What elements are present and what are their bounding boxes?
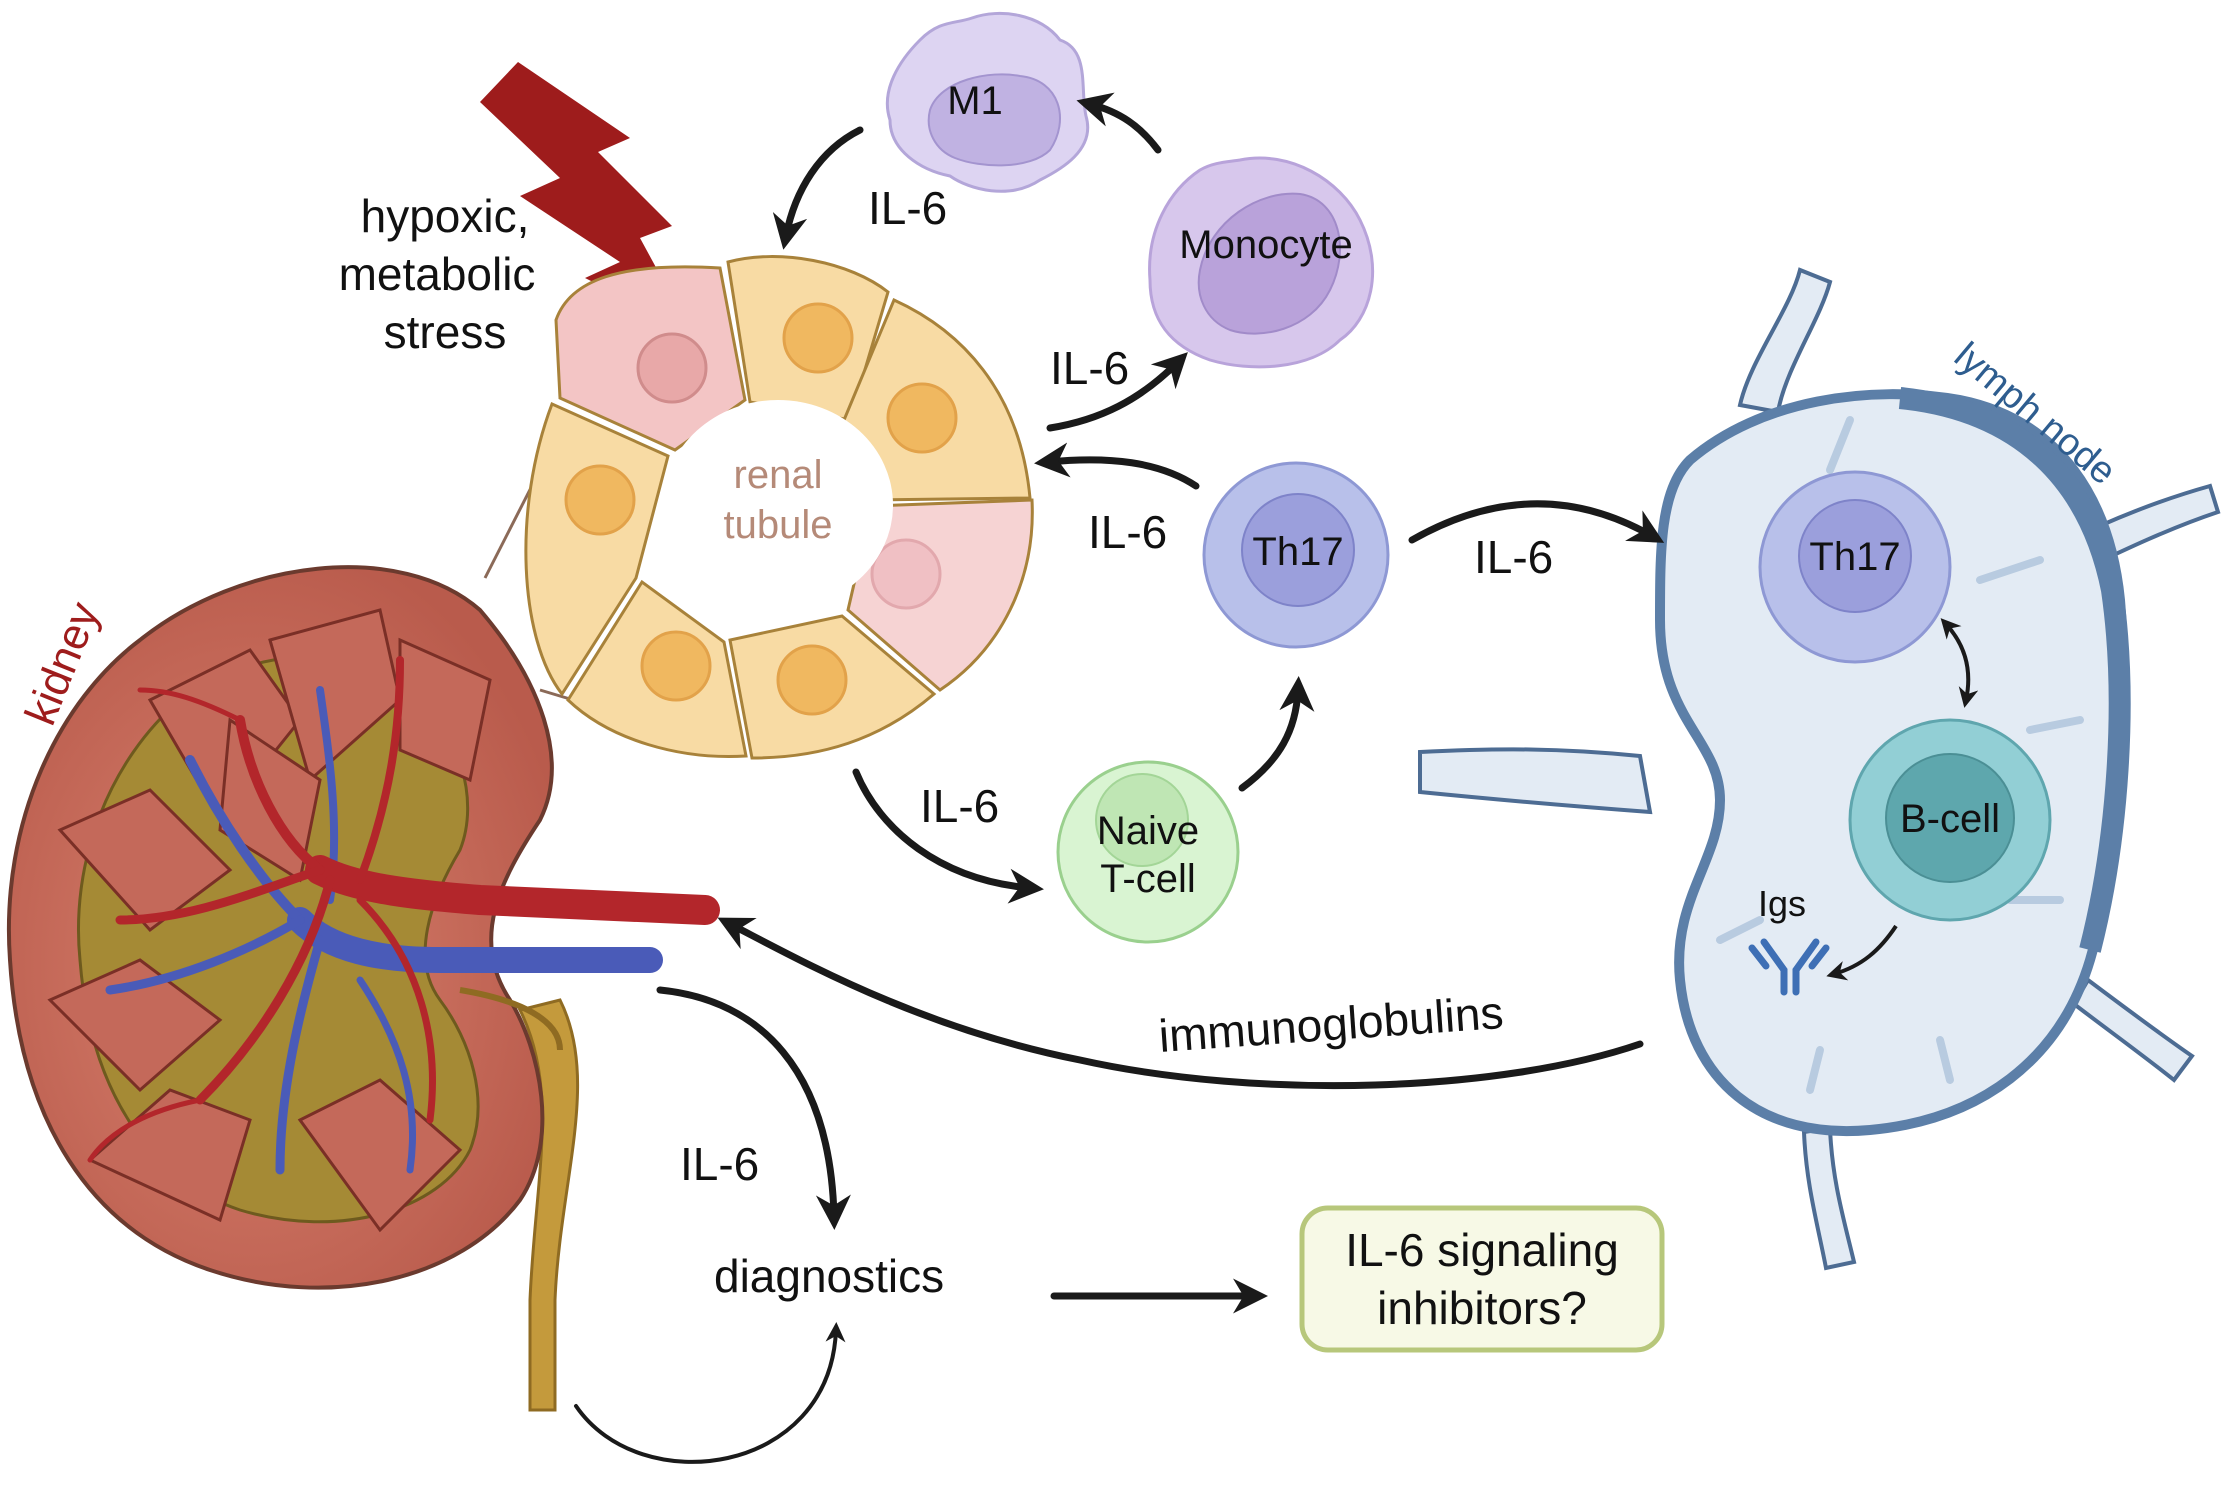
th17-cell: Th17 [1202,461,1390,649]
tubule-nucleus [782,302,854,374]
svg-text:inhibitors?: inhibitors? [1377,1282,1587,1334]
il6-label: IL-6 [920,780,999,832]
tubule-nucleus [640,630,712,702]
renal-artery [305,855,720,925]
il6-label: IL-6 [680,1138,759,1190]
lymph-vessel [1801,1125,1857,1271]
il6-label: IL-6 [1050,342,1129,394]
tubule-cell [524,401,670,697]
svg-text:stress: stress [384,306,507,358]
svg-text:IL-6 signaling: IL-6 signaling [1345,1224,1619,1276]
immunoglobulins-arrow [717,917,1644,1090]
svg-text:hypoxic,: hypoxic, [361,190,530,242]
svg-text:metabolic: metabolic [339,248,536,300]
tubule-nucleus [636,332,708,404]
lymph-vessel [2071,977,2195,1083]
pyramid-4 [57,788,233,933]
b-cell-label: B-cell [1900,797,2000,841]
lightning-bolt-icon [480,62,690,330]
igs-label: Igs [1758,883,1806,924]
il6-label: IL-6 [1474,531,1553,583]
monocyte: Monocyte [1148,156,1375,369]
m1-macrophage: M1 [885,11,1090,193]
naive-label: T-cell [1100,857,1196,901]
lymph-vessel [1418,747,1653,815]
monocyte-to-m1-arrow [1076,92,1162,154]
tubule-to-naive-arrow [852,768,1044,904]
monocyte-label: Monocyte [1179,223,1352,267]
th17-bcell-arrow [1940,618,1979,708]
th17-to-lymph-arrow [1408,500,1665,544]
lymph-vessel [1737,267,1833,415]
diagnostics-label: diagnostics [714,1250,944,1302]
tubule-label: tubule [724,503,833,547]
naive-t-cell: Naive T-cell [1056,760,1240,944]
tubule-lumen [663,400,893,610]
antibody-icon [1748,938,1830,996]
immunoglobulins-label: immunoglobulins [1157,986,1505,1062]
m1-to-tubule-arrow [772,126,864,250]
pyramid-6 [87,1088,252,1223]
lymph-node: Th17 B-cell Igs lymph node [1418,267,2221,1271]
stress-label: hypoxic, metabolic stress [339,190,536,358]
pyramid-5 [47,958,223,1093]
kidney-illustration: kidney [7,565,720,1412]
ureter-to-diagnostics-arrow [574,1322,846,1464]
tubule-nucleus [776,644,848,716]
tubule-nucleus [870,538,942,610]
renal-tubule [524,255,1034,760]
tubule-nucleus [564,464,636,536]
tubule-label: renal [734,453,823,497]
inhibitors-callout: IL-6 signaling inhibitors? [1299,1205,1665,1353]
kidney-to-diagnostics-arrow [656,986,851,1230]
m1-label: M1 [947,79,1003,123]
th17-label: Th17 [1252,530,1343,574]
th17-to-tubule-arrow [1034,442,1200,490]
tubule-to-monocyte-arrow [1046,352,1188,432]
naive-label: Naive [1097,809,1199,853]
naive-to-th17-arrow [1238,676,1315,792]
tubule-nucleus [886,382,958,454]
th17-lymph-label: Th17 [1809,535,1900,579]
pyramid-7 [297,1078,463,1233]
il6-label: IL-6 [868,182,947,234]
bcell-igs-arrow [1826,924,1898,981]
il6-label: IL-6 [1088,506,1167,558]
